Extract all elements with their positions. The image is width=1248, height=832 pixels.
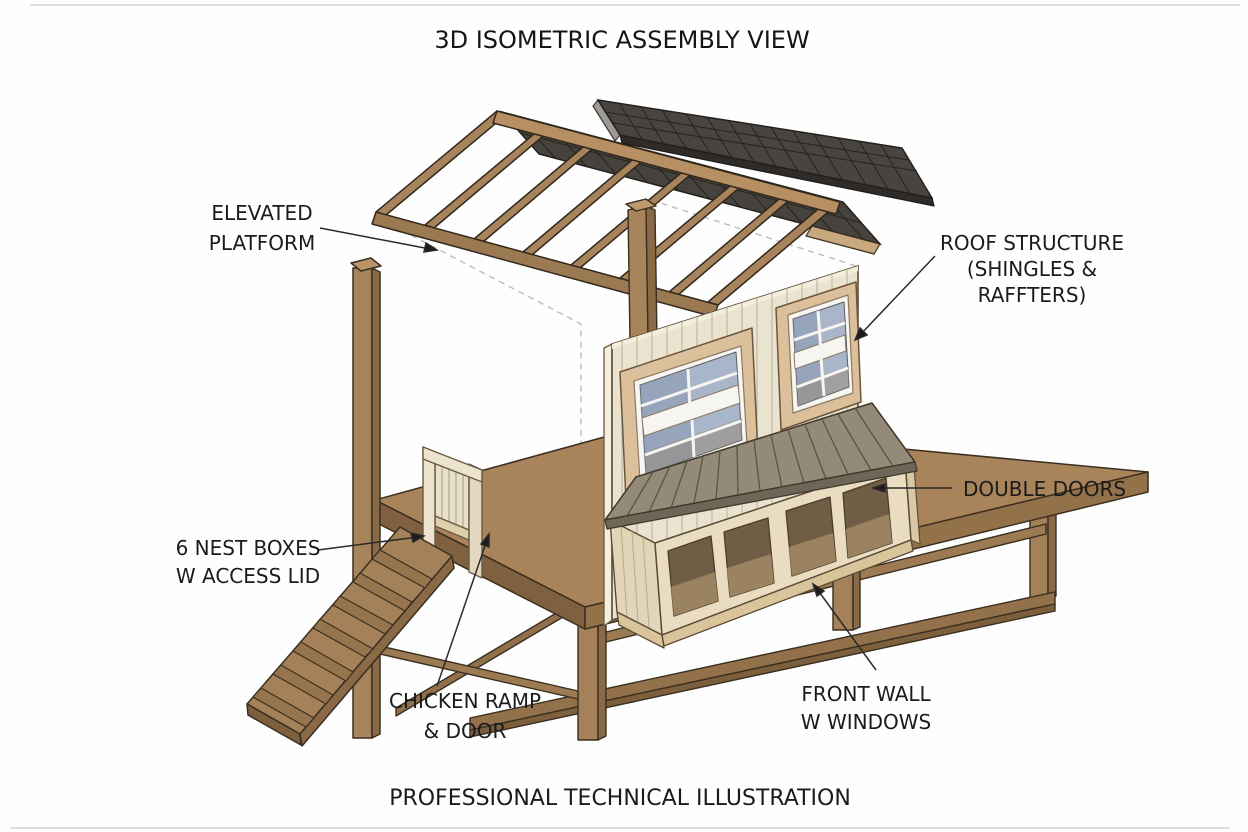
leader-elevated-platform <box>319 227 431 250</box>
wall-edge-top <box>612 266 858 349</box>
ramp-cleats <box>252 549 433 728</box>
leg-far-right-side <box>1047 504 1057 601</box>
window-muntins <box>793 310 849 397</box>
eave-board <box>371 211 719 318</box>
chicken-door <box>422 446 483 579</box>
leader-front-wall <box>816 588 877 671</box>
ridge-board <box>492 110 841 215</box>
roof-fascia <box>805 225 881 255</box>
ramp <box>246 526 455 747</box>
page-edge-lines <box>10 4 1240 829</box>
leader-nest-boxes <box>317 536 419 551</box>
arrowhead <box>811 582 826 598</box>
construction-dashed-lines <box>381 199 857 457</box>
nest-base-strip <box>661 539 914 647</box>
shingle-panel <box>592 98 935 207</box>
nest-base <box>616 611 665 649</box>
callout-front-wall: FRONT WALL W WINDOWS <box>800 682 932 734</box>
door-rail-top <box>422 446 483 483</box>
wall-edge-left <box>603 342 613 628</box>
rafter-end-front <box>375 110 508 216</box>
window-muntins <box>640 368 742 458</box>
callout-chicken-ramp: CHICKEN RAMP & DOOR <box>388 689 542 743</box>
rail-bottom-edge <box>469 603 1056 738</box>
window-right <box>775 281 862 431</box>
ridge-post <box>625 198 658 343</box>
page-caption: PROFESSIONAL TECHNICAL ILLUSTRATION <box>389 786 851 811</box>
callout-leaders <box>317 227 952 687</box>
leader-roof-structure <box>858 255 936 337</box>
callout-roof-structure: ROOF STRUCTURE (SHINGLES & RAFFTERS) <box>939 231 1125 307</box>
arrowhead <box>870 482 886 494</box>
nest-opening-floors <box>671 514 892 616</box>
nest-lid <box>604 402 918 530</box>
leader-chicken-ramp <box>436 539 488 687</box>
arrowhead <box>479 531 490 549</box>
callout-elevated-platform: ELEVATED PLATFORM <box>208 201 316 255</box>
ramp-end <box>246 703 302 746</box>
lid-fascia <box>604 461 918 530</box>
page-title: 3D ISOMETRIC ASSEMBLY VIEW <box>434 26 810 54</box>
callout-nest-boxes: 6 NEST BOXES W ACCESS LID <box>175 536 321 588</box>
lid-plank-seams <box>626 407 894 517</box>
arrowhead <box>410 532 427 544</box>
window-left <box>619 327 759 501</box>
post-cap <box>350 257 382 272</box>
nest-boxes <box>609 459 921 649</box>
rafter <box>424 123 556 229</box>
rafter-assembly <box>371 110 841 318</box>
window-mid-rail <box>641 384 741 437</box>
callout-double-doors: DOUBLE DOORS <box>963 477 1127 501</box>
arrowhead <box>853 326 869 342</box>
arrowhead <box>423 241 440 253</box>
